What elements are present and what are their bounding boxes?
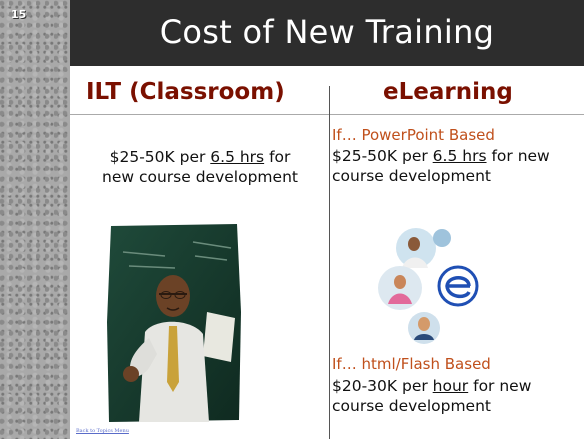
hf-cost-prefix: $20-30K per — [332, 377, 433, 395]
hf-cost-unit: hour — [432, 377, 469, 395]
pp-cost-suffix: for new — [486, 147, 550, 165]
column-divider — [329, 86, 330, 439]
ilt-cost-suffix: for — [264, 148, 291, 166]
instructor-photo — [107, 224, 241, 422]
ilt-cost-duration: 6.5 hrs — [210, 148, 265, 166]
back-to-topics-link[interactable]: Back to Topics Menu — [76, 428, 129, 434]
ilt-cost-prefix: $25-50K per — [109, 148, 211, 166]
title-bar — [70, 0, 584, 66]
pp-cost-duration: 6.5 hrs — [432, 147, 487, 165]
pp-cost-line2: course development — [332, 167, 491, 185]
powerpoint-cost-text: $25-50K per 6.5 hrs for new course devel… — [332, 146, 584, 186]
ilt-cost-text: $25-50K per 6.5 hrs for new course devel… — [75, 147, 325, 187]
ilt-cost-line2: new course development — [102, 168, 298, 186]
ilt-header: ILT (Classroom) — [86, 79, 285, 105]
elearning-header: eLearning — [383, 79, 513, 105]
hf-cost-line2: course development — [332, 397, 491, 415]
slide-title: Cost of New Training — [159, 13, 495, 51]
slide-number: 15 — [11, 8, 27, 21]
html-flash-option-label: If… html/Flash Based — [332, 355, 491, 373]
header-divider — [70, 114, 584, 115]
pp-cost-prefix: $25-50K per — [332, 147, 433, 165]
elearning-collage — [378, 228, 479, 344]
powerpoint-option-label: If… PowerPoint Based — [332, 126, 495, 144]
html-flash-cost-text: $20-30K per hour for new course developm… — [332, 376, 584, 416]
e-logo-icon — [437, 265, 479, 307]
hf-cost-suffix: for new — [468, 377, 532, 395]
sidebar-texture: 15 — [0, 0, 70, 439]
